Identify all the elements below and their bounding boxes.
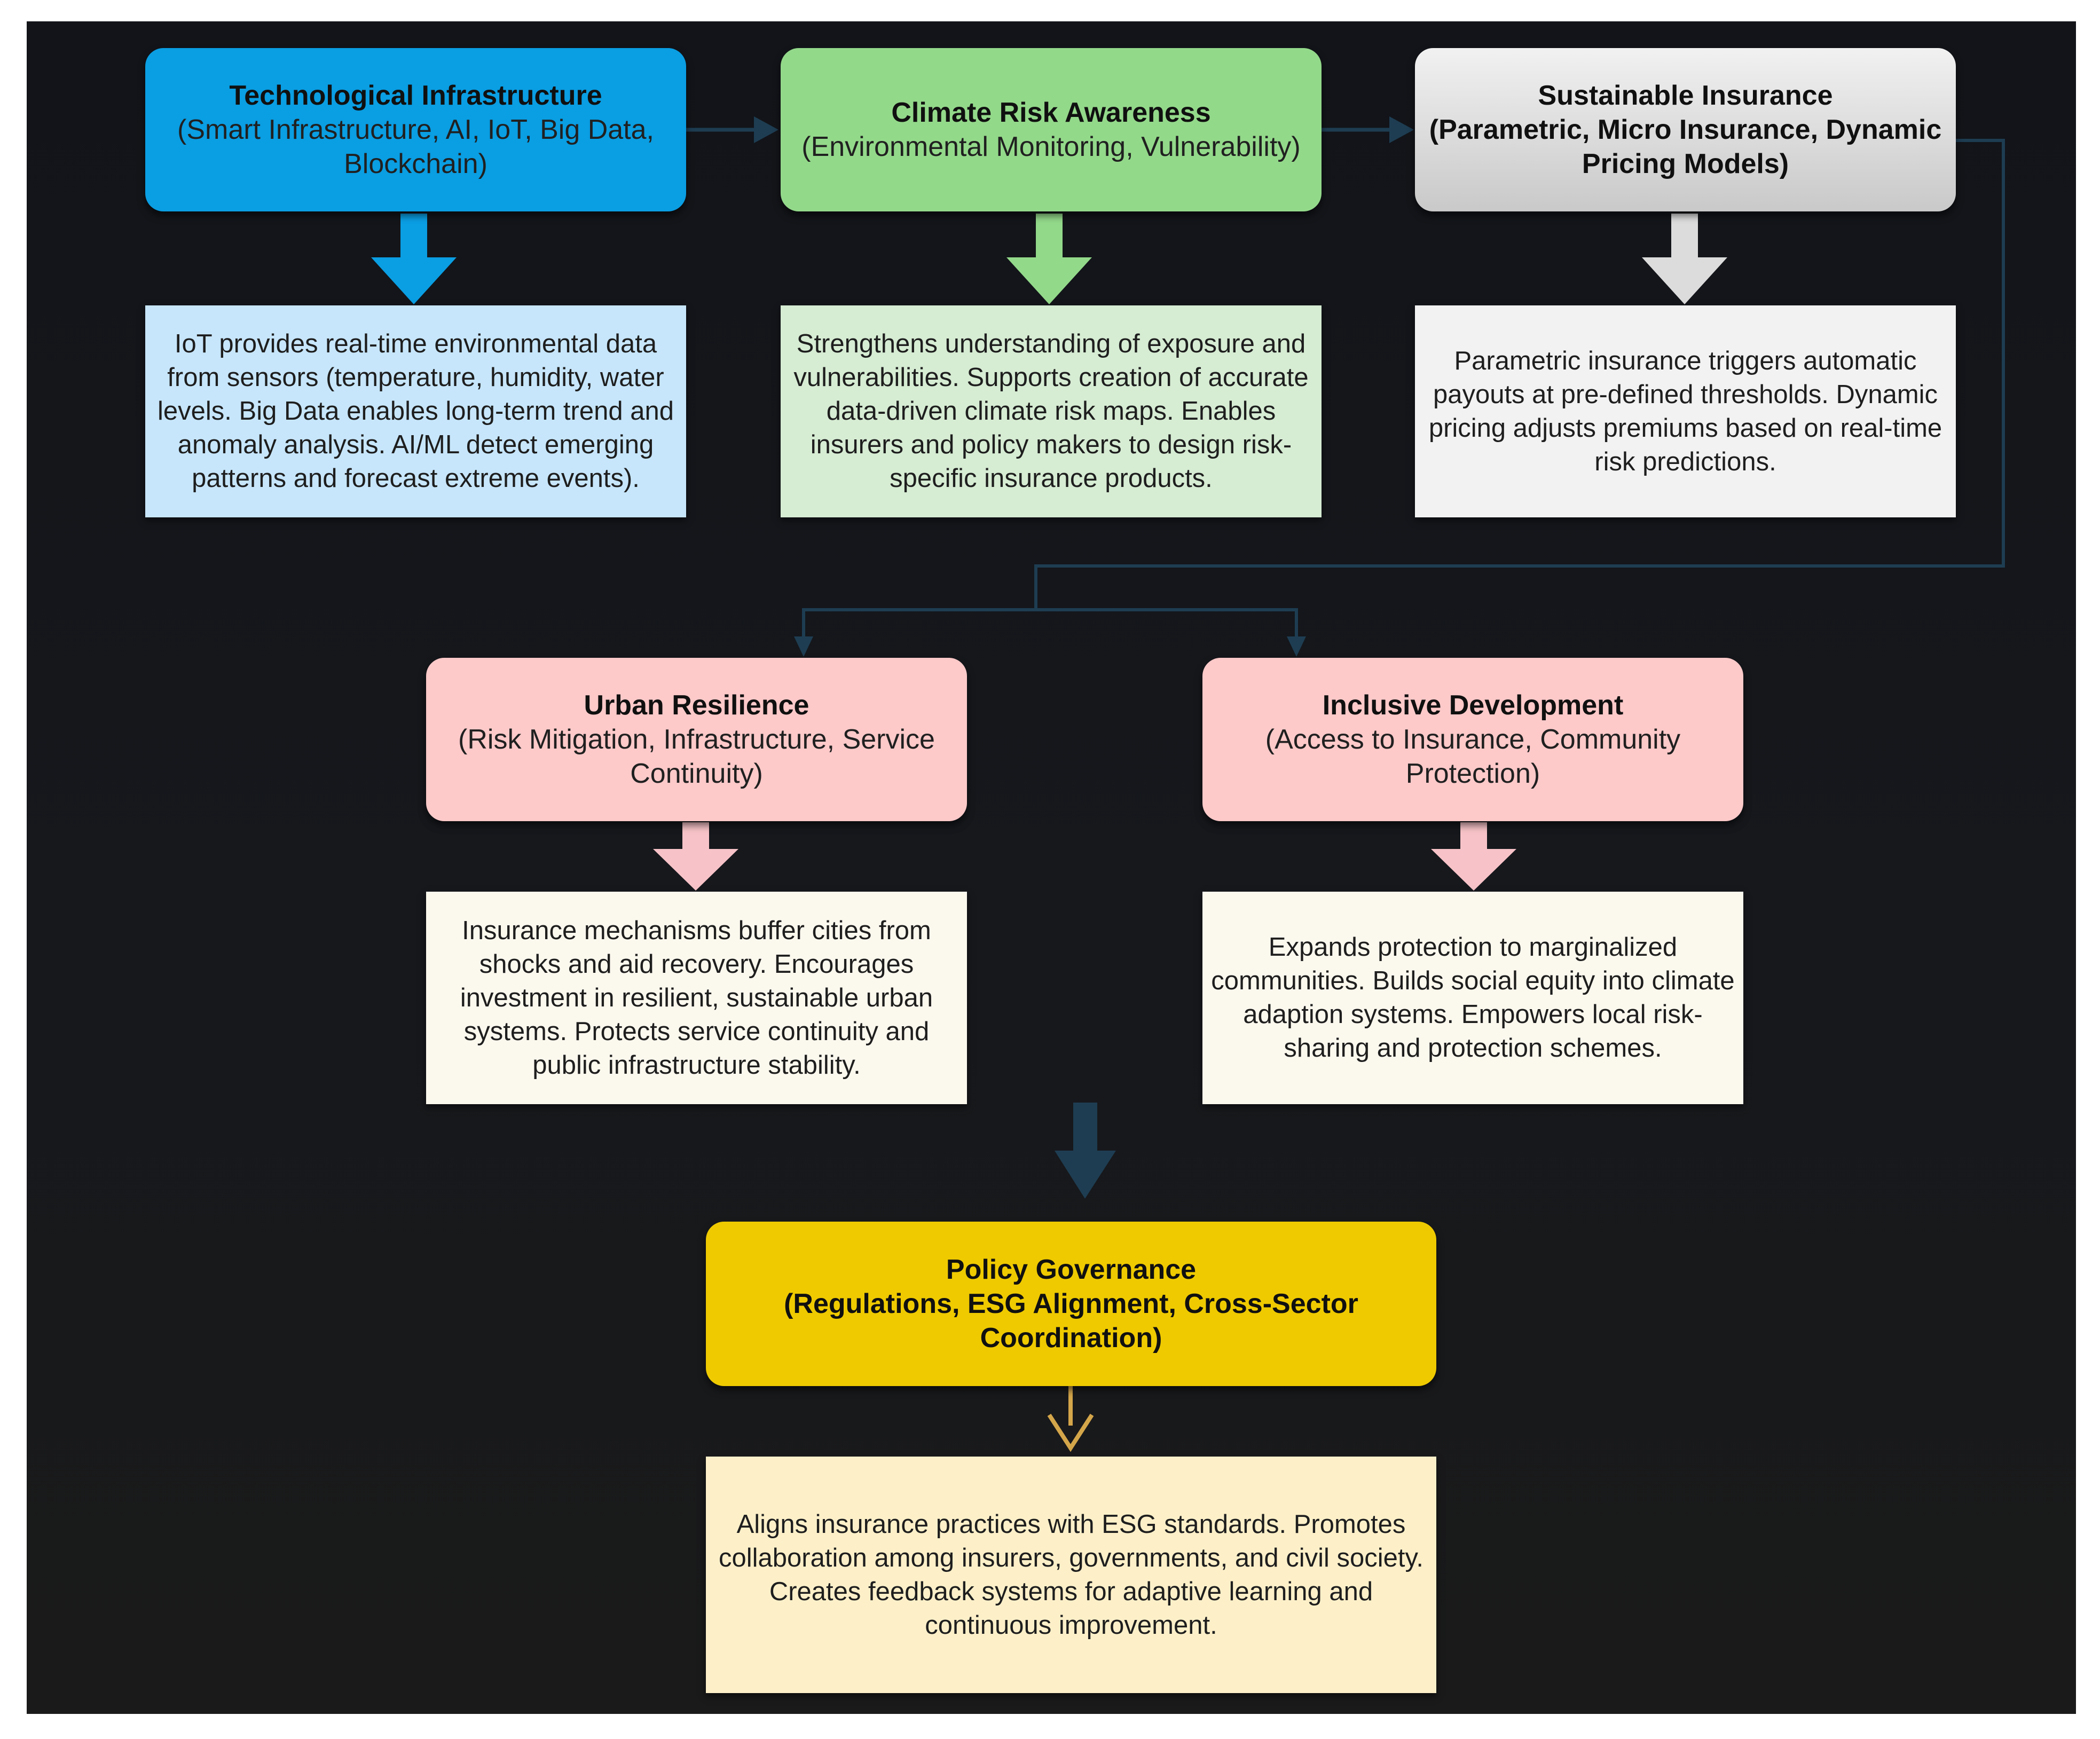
insurance-header: Sustainable Insurance (Parametric, Micro…: [1415, 48, 1956, 211]
climate-header: Climate Risk Awareness (Environmental Mo…: [781, 48, 1322, 211]
inclusive-description: Expands protection to marginalized commu…: [1202, 892, 1743, 1104]
policy-header: Policy Governance (Regulations, ESG Alig…: [706, 1222, 1436, 1386]
climate-description: Strengthens understanding of exposure an…: [781, 305, 1322, 517]
urban-title: Urban Resilience: [584, 690, 809, 721]
merge-down-arrow: [1055, 1103, 1116, 1199]
climate-subtitle: (Environmental Monitoring, Vulnerability…: [801, 131, 1301, 162]
inclusive-subtitle: (Access to Insurance, Community Protecti…: [1265, 724, 1681, 789]
urban-subtitle: (Risk Mitigation, Infrastructure, Servic…: [458, 724, 935, 789]
urban-down-arrow: [653, 822, 738, 891]
tech-description: IoT provides real-time environmental dat…: [145, 305, 686, 517]
tech-down-arrow: [371, 214, 457, 304]
tech-subtitle: (Smart Infrastructure, AI, IoT, Big Data…: [177, 114, 654, 179]
climate-title: Climate Risk Awareness: [891, 97, 1211, 128]
climate-down-arrow: [1006, 214, 1092, 304]
policy-description: Aligns insurance practices with ESG stan…: [706, 1457, 1436, 1693]
policy-title: Policy Governance: [946, 1254, 1197, 1285]
connector-tech-to-climate: [686, 116, 778, 143]
inclusive-title: Inclusive Development: [1322, 690, 1624, 721]
insurance-description: Parametric insurance triggers automatic …: [1415, 305, 1956, 517]
urban-header: Urban Resilience (Risk Mitigation, Infra…: [426, 658, 967, 821]
tech-header: Technological Infrastructure (Smart Infr…: [145, 48, 686, 211]
insurance-title: Sustainable Insurance: [1538, 80, 1833, 111]
inclusive-header: Inclusive Development (Access to Insuran…: [1202, 658, 1743, 821]
urban-description: Insurance mechanisms buffer cities from …: [426, 892, 967, 1104]
insurance-subtitle: (Parametric, Micro Insurance, Dynamic Pr…: [1429, 114, 1942, 179]
policy-down-arrow: [1047, 1386, 1094, 1452]
insurance-down-arrow: [1642, 214, 1727, 304]
diagram-canvas: [27, 21, 2076, 1714]
policy-subtitle: (Regulations, ESG Alignment, Cross-Secto…: [784, 1288, 1358, 1354]
connector-insurance-to-split: [1034, 139, 2005, 610]
tech-title: Technological Infrastructure: [229, 80, 602, 111]
connector-climate-to-insurance: [1322, 116, 1414, 143]
inclusive-down-arrow: [1431, 822, 1516, 891]
connector-split-to-urban: [794, 608, 1036, 657]
connector-split-to-inclusive: [1036, 608, 1306, 657]
